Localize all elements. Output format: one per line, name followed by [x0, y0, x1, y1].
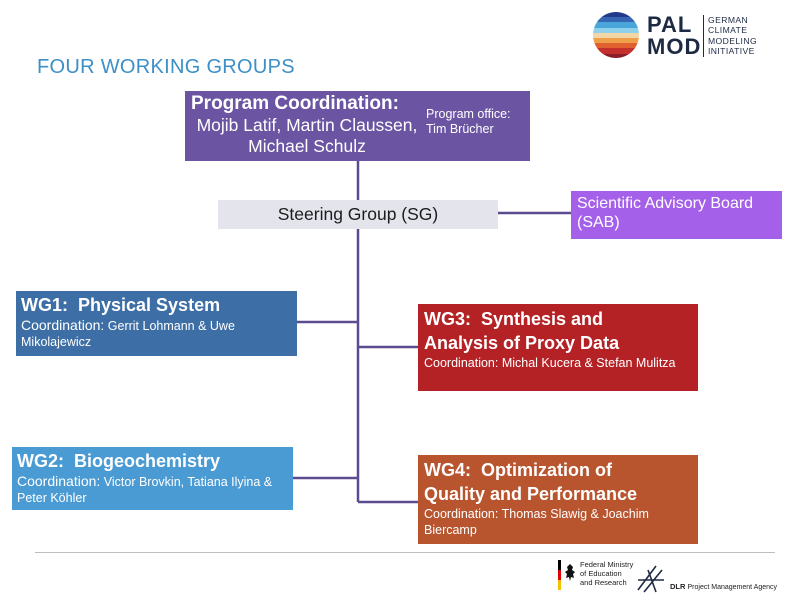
wg2-title: WG2: Biogeochemistry [17, 451, 221, 471]
logo-tagline: GERMAN CLIMATE MODELING INITIATIVE [708, 15, 757, 57]
program-office: Program office: Tim Brücher [426, 107, 511, 137]
wg4-title: WG4: Optimization of Quality and Perform… [424, 460, 638, 504]
logo-word-pal: PAL [647, 12, 693, 37]
logo-tagline-line: MODELING [708, 35, 758, 46]
logo-stripe [593, 12, 639, 18]
bmbf-text-line: of Education [580, 569, 622, 578]
wg3-title: WG3: Synthesis and Analysis of Proxy Dat… [424, 309, 620, 353]
program-office-label: Program office: [426, 107, 511, 121]
logo-tagline-line: GERMAN [708, 15, 749, 25]
dlr-agency: Project Management Agency [687, 584, 778, 591]
logo-stripe [593, 48, 639, 54]
logo-stripe [593, 27, 639, 33]
wg1-coordination-label: Coordination: [21, 317, 105, 333]
dlr-emblem-icon [637, 565, 664, 593]
wg2-coordination-names: Victor Brovkin, Tatiana Ilyina & Peter K… [17, 475, 273, 505]
wg1-title: WG1: Physical System [21, 295, 221, 315]
logo-stripe [593, 22, 639, 28]
wg1-box: WG1: Physical System Coordination: Gerri… [16, 291, 297, 356]
logo-stripe [593, 17, 639, 23]
palmod-logo-icon [593, 12, 639, 58]
bmbf-logo: Federal Ministry of Education and Resear… [558, 560, 638, 596]
logo-tagline-line: CLIMATE [708, 25, 748, 36]
wg3-coordination: Coordination: Michal Kucera & Stefan Mul… [424, 356, 676, 370]
scientific-advisory-board-box: Scientific Advisory Board (SAB) [571, 191, 782, 239]
wg1-coordination: Coordination: Gerrit Lohmann & Uwe Mikol… [21, 317, 292, 350]
wg2-box: WG2: Biogeochemistry Coordination: Victo… [12, 447, 293, 510]
logo-stripe [593, 43, 639, 49]
wg2-coordination: Coordination: Victor Brovkin, Tatiana Il… [17, 473, 288, 506]
coordination-heading: Program Coordination: [191, 93, 399, 114]
logo-tagline-line: INITIATIVE [708, 46, 755, 57]
bmbf-text-line: Federal Ministry [580, 560, 634, 569]
steering-group-box: Steering Group (SG) [218, 200, 498, 229]
dlr-text: DLR Project Management Agency [670, 582, 777, 591]
dlr-abbr: DLR [670, 582, 686, 591]
logo-divider [703, 15, 704, 57]
dlr-logo: DLR Project Management Agency [634, 562, 784, 598]
logo-stripe [593, 53, 639, 58]
logo-stripe [593, 32, 639, 38]
wg2-coordination-label: Coordination: [17, 473, 101, 489]
eagle-icon [558, 560, 575, 590]
wg1-coordination-names: Gerrit Lohmann & Uwe Mikolajewicz [21, 319, 235, 349]
page-title: FOUR WORKING GROUPS [37, 56, 295, 78]
coordination-names: Mojib Latif, Martin Claussen, Michael Sc… [196, 115, 418, 156]
footer-divider [35, 552, 775, 553]
wg3-box: WG3: Synthesis and Analysis of Proxy Dat… [418, 304, 698, 391]
bmbf-text: Federal Ministry of Education and Resear… [580, 560, 633, 587]
program-coordination-box: Program Coordination: Mojib Latif, Marti… [185, 91, 530, 161]
logo-stripe [593, 37, 639, 44]
logo-word-mod: MOD [647, 34, 702, 59]
palmod-logo: PAL MOD GERMAN CLIMATE MODELING INITIATI… [593, 12, 793, 64]
program-office-name: Tim Brücher [426, 122, 494, 136]
bmbf-text-line: and Research [580, 578, 627, 587]
wg4-coordination: Coordination: Thomas Slawig & Joachim Bi… [424, 507, 649, 537]
wg4-box: WG4: Optimization of Quality and Perform… [418, 455, 698, 544]
